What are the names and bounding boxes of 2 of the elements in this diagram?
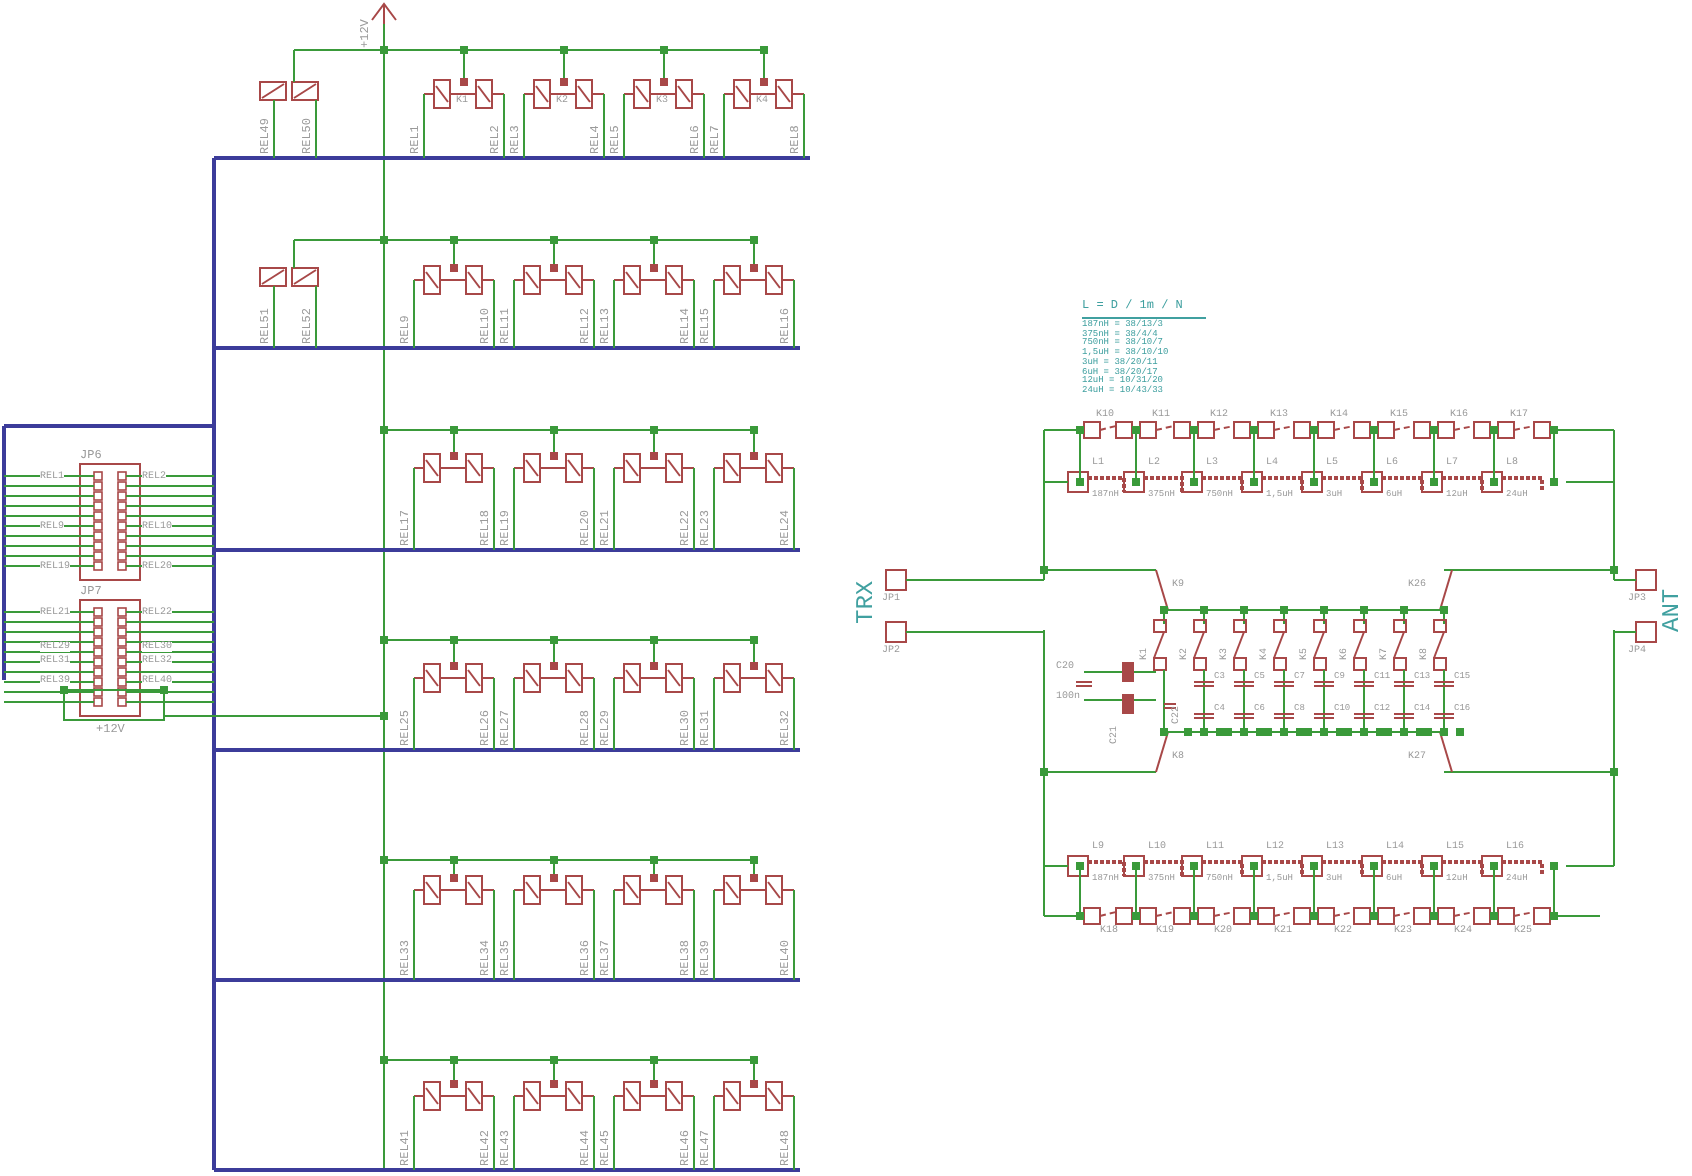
pin-label: ANT bbox=[1660, 588, 1684, 632]
pin-label: TRX bbox=[854, 580, 878, 624]
